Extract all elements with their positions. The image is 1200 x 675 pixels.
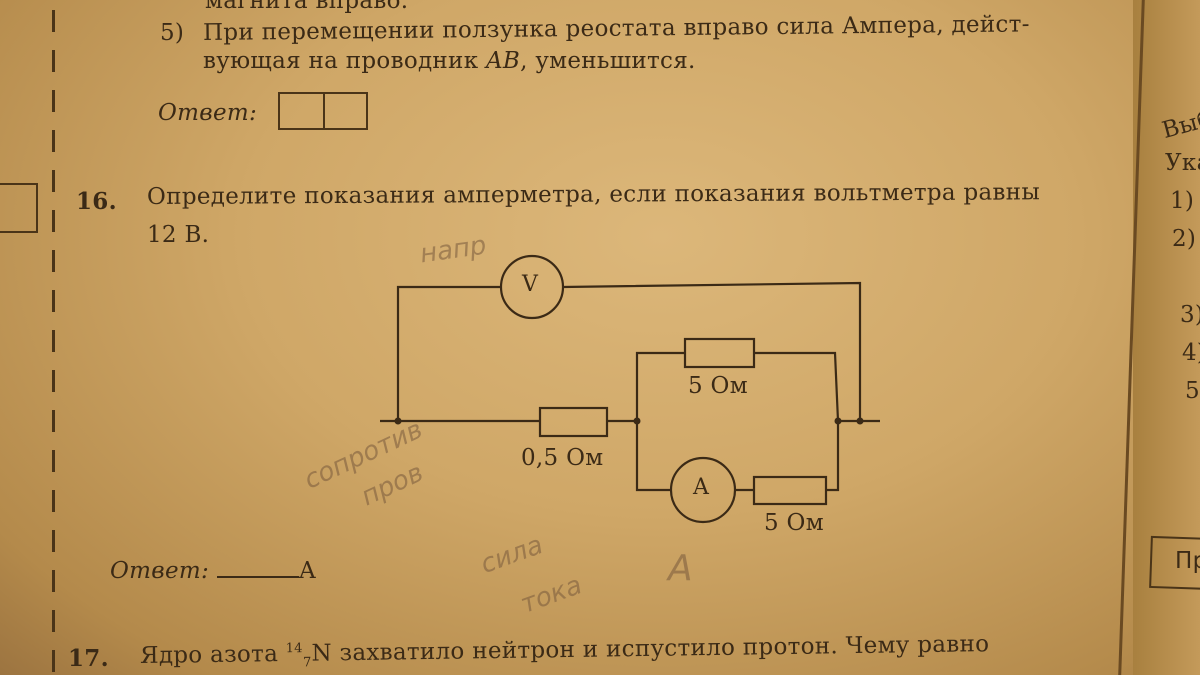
prev-line-top: магнита вправо.	[205, 0, 409, 14]
cut-line	[52, 210, 55, 232]
margin-box	[0, 183, 38, 233]
r-series-label: 0,5 Ом	[521, 445, 604, 471]
wire	[396, 285, 501, 421]
cut-line	[52, 370, 55, 392]
node	[834, 417, 842, 425]
right-page-text: 1)	[1170, 188, 1195, 214]
cut-line	[52, 570, 55, 592]
cut-line	[52, 410, 55, 432]
answer-blank[interactable]	[216, 558, 299, 578]
cut-line	[52, 250, 55, 272]
item5-text-end: , уменьшится.	[520, 48, 696, 74]
node	[856, 417, 864, 425]
cut-line	[52, 290, 55, 312]
mass-number: 14	[285, 641, 303, 657]
node	[394, 417, 402, 425]
right-page-text: 4)	[1182, 340, 1200, 366]
cut-line	[52, 10, 55, 32]
resistor-series	[538, 406, 609, 438]
task16-number: 16.	[76, 188, 117, 215]
task17-number: 17.	[68, 645, 109, 672]
r-lower-label: 5 Ом	[764, 510, 824, 536]
task16-answer: Ответ: А	[110, 558, 316, 584]
resistor-lower	[752, 475, 828, 506]
conductor-label: AB	[485, 48, 521, 74]
adjacent-page	[1133, 0, 1200, 675]
cut-line	[52, 50, 55, 72]
wire	[754, 351, 840, 422]
right-page-text: 2)	[1172, 226, 1197, 252]
cut-line	[52, 330, 55, 352]
atomic-number: 7	[302, 655, 312, 671]
voltmeter-label: V	[522, 272, 539, 297]
item5-text: вующая на проводник	[203, 48, 486, 74]
task16-line2: 12 В.	[147, 222, 210, 248]
cut-line	[52, 130, 55, 152]
pencil-note: А	[668, 548, 693, 589]
cut-line	[52, 650, 55, 672]
answer-label-prev: Ответ:	[158, 100, 258, 126]
cut-line	[52, 450, 55, 472]
answer-label: Ответ:	[110, 558, 210, 584]
wire	[562, 281, 862, 421]
task17-text: Ядро азота	[139, 640, 286, 669]
right-page-text: Ука	[1165, 150, 1200, 176]
voltmeter-symbol	[499, 254, 565, 320]
right-page-text: 5	[1185, 378, 1200, 404]
wire	[635, 351, 685, 421]
node	[633, 417, 641, 425]
item5-number: 5)	[160, 20, 185, 46]
ammeter-label: A	[693, 475, 710, 500]
cut-line	[52, 170, 55, 192]
wire	[635, 421, 671, 492]
answer-unit: А	[298, 558, 317, 584]
item5-line2: вующая на проводник AB, уменьшится.	[203, 48, 696, 74]
cut-line	[52, 610, 55, 632]
right-page-text: 3)	[1180, 302, 1200, 328]
cut-line	[52, 90, 55, 112]
r-upper-label: 5 Ом	[688, 373, 748, 399]
cut-line	[52, 530, 55, 552]
answer-boxes[interactable]	[278, 92, 368, 130]
resistor-upper	[683, 337, 756, 369]
cut-line	[52, 490, 55, 512]
right-page-text: Пр	[1175, 548, 1200, 574]
nucleus-symbol: N	[311, 640, 333, 667]
wire	[826, 421, 840, 492]
